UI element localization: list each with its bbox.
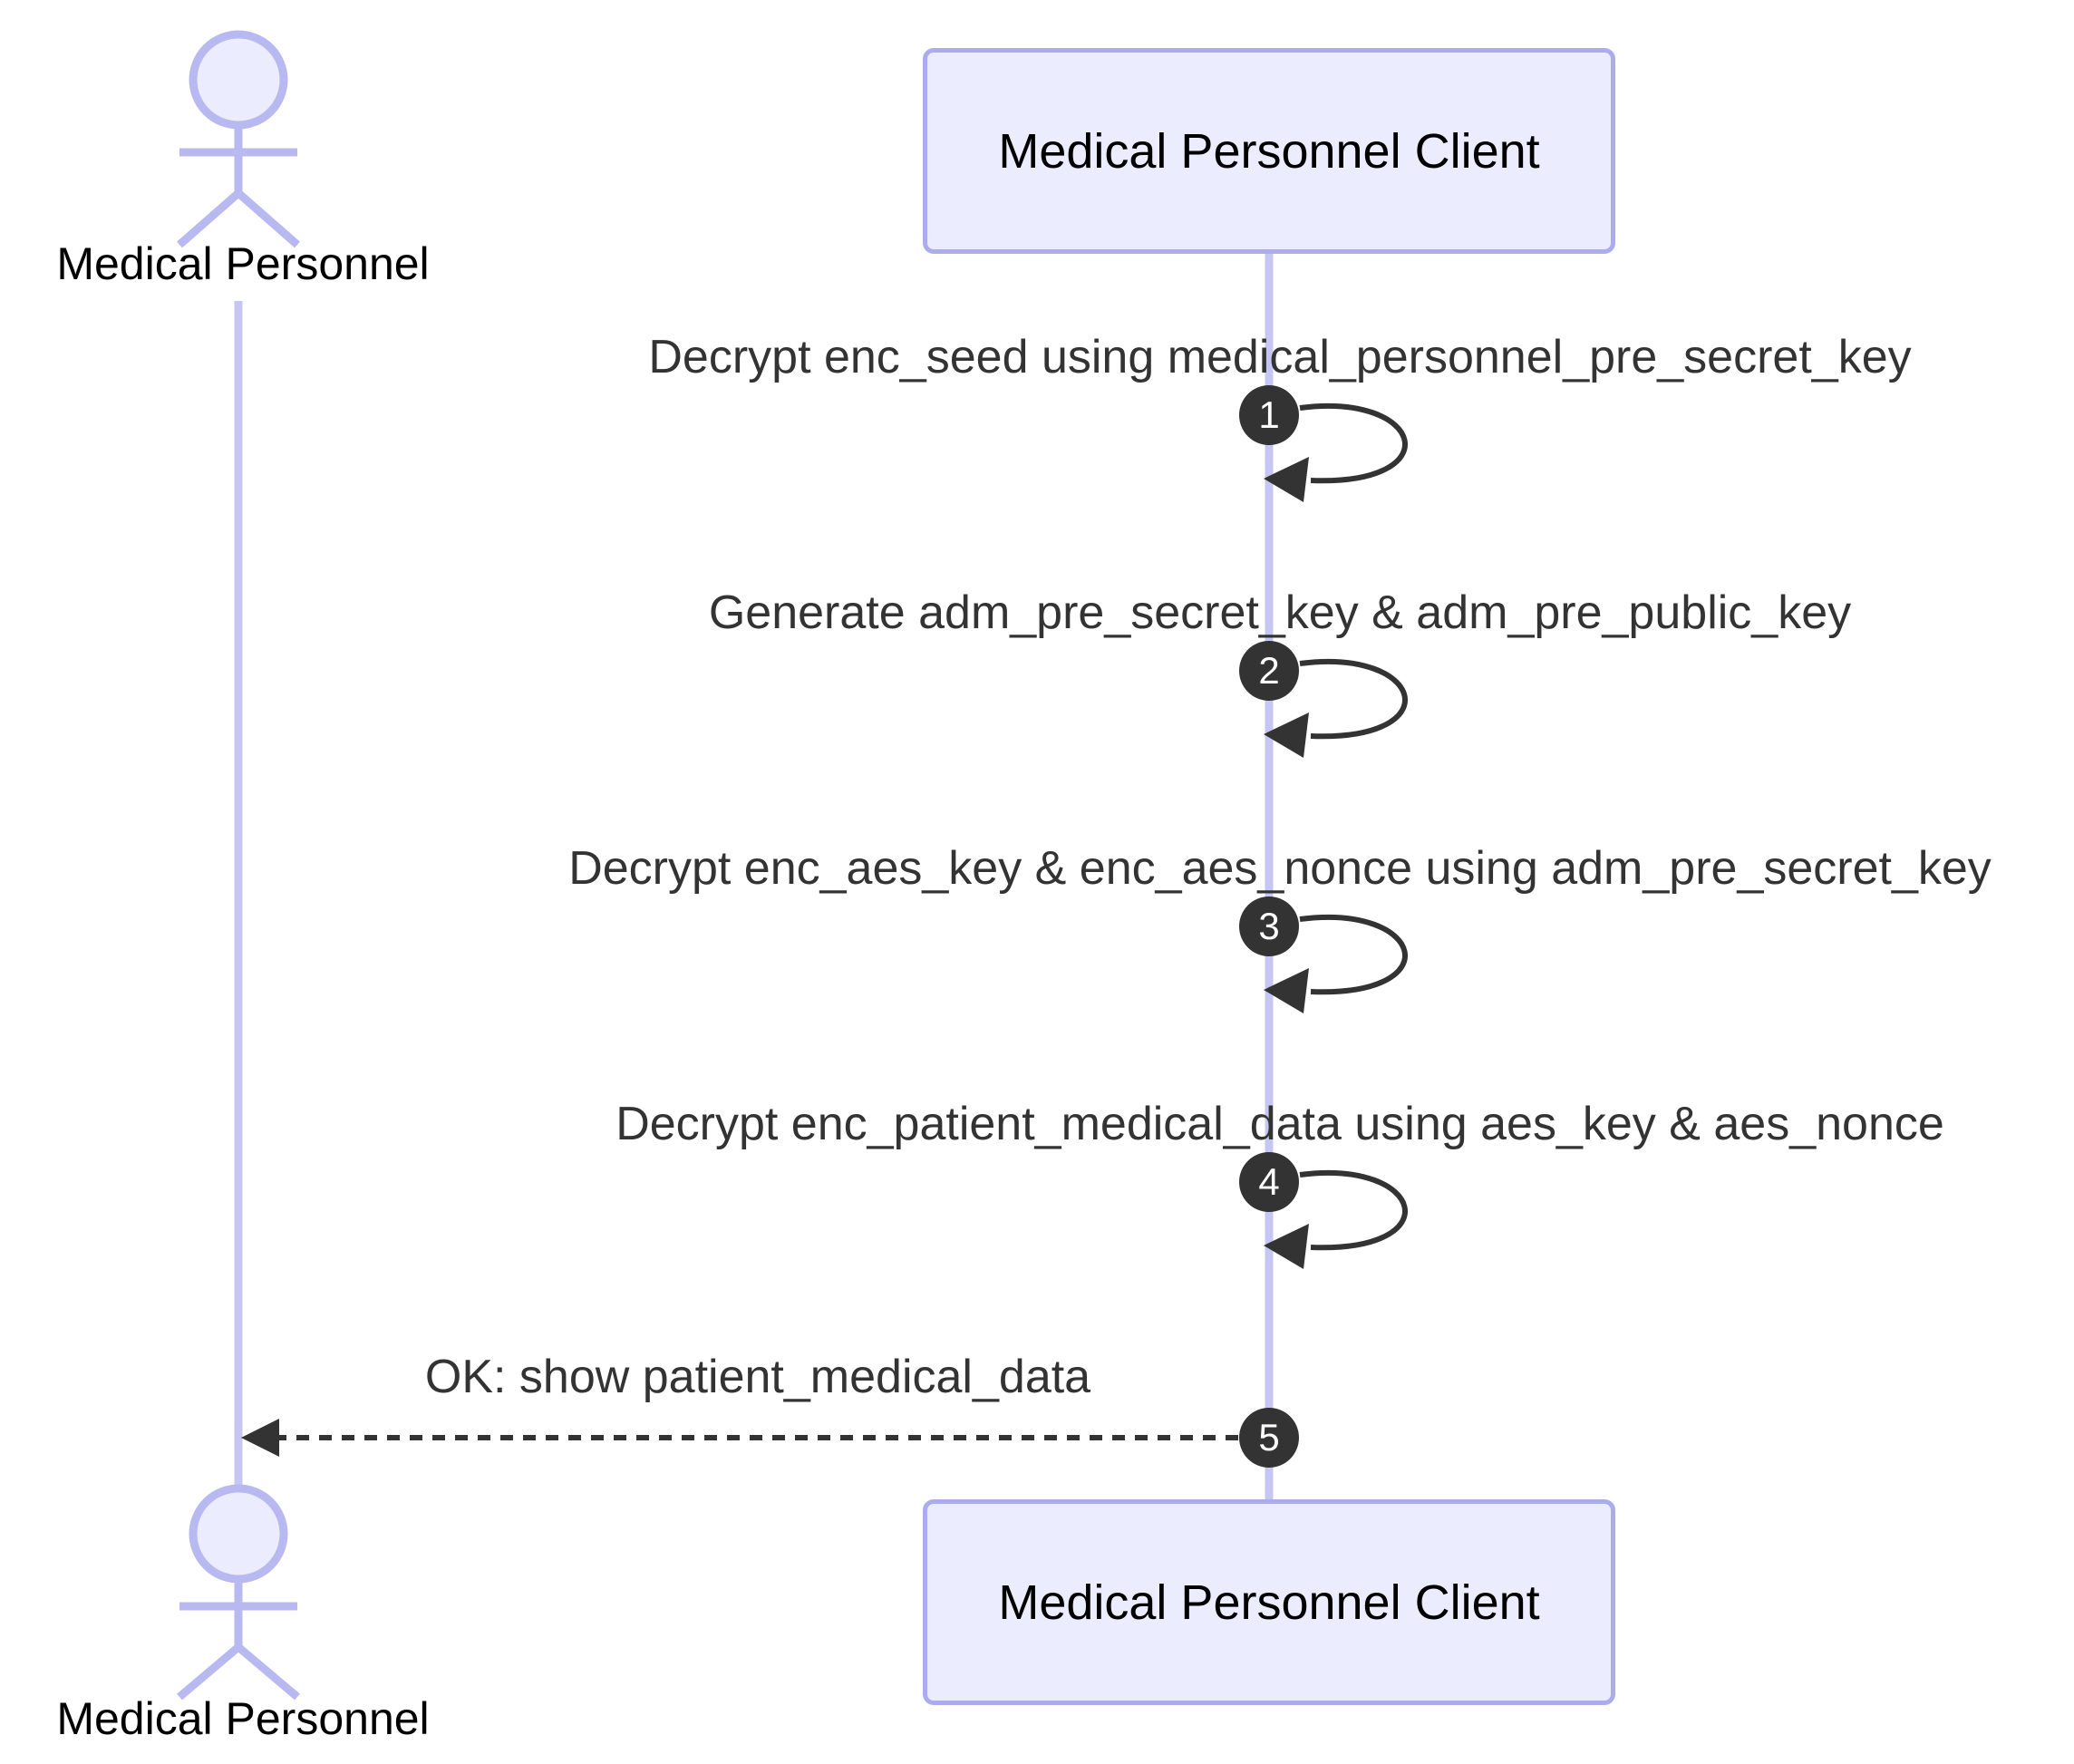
message-2-text: Generate adm_pre_secret_key & adm_pre_pu… [708, 586, 1852, 639]
self-loop-1-arrowhead-icon [1264, 457, 1309, 502]
actor-leg-right-top [236, 189, 300, 248]
actor-leg-left-bottom [177, 1643, 241, 1701]
self-loop-3-arrowhead-icon [1264, 968, 1309, 1013]
message-4-text: Decrypt enc_patient_medical_data using a… [615, 1098, 1944, 1150]
actor-label-top: Medical Personnel [56, 238, 430, 289]
participant-label-bottom: Medical Personnel Client [998, 1575, 1540, 1630]
self-loop-1-arc [1299, 402, 1408, 484]
actor-label-bottom: Medical Personnel [56, 1693, 430, 1744]
message-3-text: Decrypt enc_aes_key & enc_aes_nonce usin… [568, 842, 1992, 895]
sequence-number-badge-3: 3 [1239, 897, 1299, 956]
self-loop-4 [1264, 1169, 1408, 1269]
actor-leg-right-bottom [236, 1643, 300, 1701]
actor-head-bottom [189, 1484, 288, 1584]
reply-arrow-5-arrowhead-icon [241, 1419, 279, 1457]
self-loop-1 [1264, 402, 1408, 502]
sequence-number-badge-2: 2 [1239, 641, 1299, 701]
message-5-text: OK: show patient_medical_data [424, 1351, 1091, 1403]
self-loop-2 [1264, 658, 1408, 758]
sequence-number-badge-5: 5 [1239, 1408, 1299, 1468]
sequence-number-badge-1: 1 [1239, 385, 1299, 445]
self-loop-2-arrowhead-icon [1264, 712, 1309, 758]
actor-figure-top-icon [177, 30, 300, 248]
self-loop-4-arrowhead-icon [1264, 1224, 1309, 1269]
self-loop-2-arc [1299, 658, 1408, 740]
actor-figure-bottom-icon [177, 1484, 300, 1701]
message-1-text: Decrypt enc_seed using medical_personnel… [648, 331, 1912, 383]
self-loop-4-arc [1299, 1169, 1408, 1251]
actor-head-top [189, 30, 288, 130]
participant-box-top: Medical Personnel Client [923, 48, 1615, 254]
participant-label-top: Medical Personnel Client [998, 123, 1540, 179]
sequence-number-badge-4: 4 [1239, 1152, 1299, 1212]
reply-arrow-5 [241, 1419, 1238, 1457]
participant-box-bottom: Medical Personnel Client [923, 1499, 1615, 1705]
self-loop-3 [1264, 914, 1408, 1013]
actor-leg-left-top [177, 189, 241, 248]
self-loop-3-arc [1299, 914, 1408, 995]
